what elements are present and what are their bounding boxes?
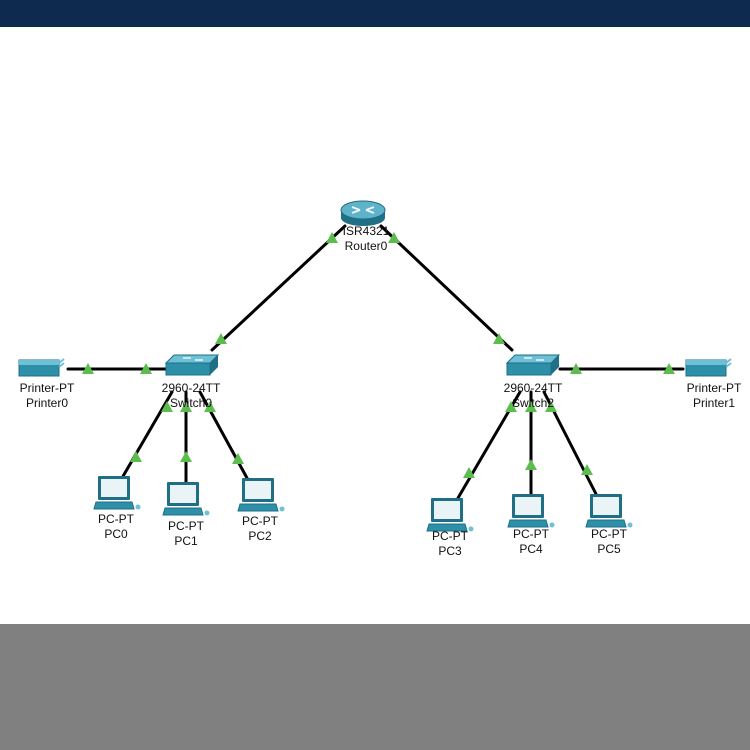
- switch-icon: [505, 354, 561, 376]
- link-router0-switch0[interactable]: [210, 224, 347, 352]
- pc-icon: [507, 494, 555, 528]
- port-up-indicator: [505, 401, 517, 412]
- device-model-label: ISR4321: [343, 224, 390, 238]
- pc-icon: [426, 498, 474, 532]
- device-name-label: PC4: [519, 542, 543, 556]
- device-model-label: PC-PT: [432, 529, 469, 543]
- device-model-label: PC-PT: [242, 514, 279, 528]
- port-up-indicator: [215, 333, 227, 344]
- port-up-indicator: [663, 363, 675, 374]
- device-model-label: PC-PT: [513, 527, 550, 541]
- port-up-indicator: [161, 401, 173, 412]
- port-up-indicator: [570, 363, 582, 374]
- device-model-label: PC-PT: [591, 527, 628, 541]
- port-up-indicator: [140, 363, 152, 374]
- pc-icon: [93, 476, 141, 510]
- link-router0-switch2[interactable]: [379, 224, 514, 352]
- port-up-indicator: [525, 459, 537, 470]
- device-model-label: PC-PT: [98, 512, 135, 526]
- device-model-label: PC-PT: [168, 519, 205, 533]
- device-model-label: 2960-24TT: [504, 381, 563, 395]
- port-up-indicator: [545, 401, 557, 412]
- device-name-label: Printer0: [26, 396, 68, 410]
- port-up-indicator: [525, 401, 537, 412]
- device-name-label: Switch0: [170, 396, 212, 410]
- pc-icon: [585, 494, 633, 528]
- device-name-label: Switch2: [512, 396, 554, 410]
- device-name-label: PC2: [248, 529, 272, 543]
- device-name-label: PC5: [597, 542, 621, 556]
- port-up-indicator: [232, 453, 244, 464]
- port-up-indicator: [326, 232, 338, 243]
- top-title-bar: [0, 0, 750, 27]
- printer-icon: [685, 358, 732, 377]
- port-up-indicator: [130, 451, 142, 462]
- link-switch0-pc0[interactable]: [120, 390, 174, 480]
- device-name-label: PC3: [438, 544, 462, 558]
- port-up-indicator: [463, 467, 475, 478]
- port-up-indicator: [493, 333, 505, 344]
- bottom-panel: [0, 624, 750, 750]
- device-name-label: PC1: [174, 534, 198, 548]
- device-model-label: 2960-24TT: [162, 381, 221, 395]
- switch-icon: [164, 354, 220, 376]
- port-up-indicator: [82, 363, 94, 374]
- printer-icon: [18, 358, 65, 377]
- topology-diagram: ISR4321Router02960-24TTSwitch02960-24TTS…: [18, 200, 742, 558]
- port-up-indicator: [204, 401, 216, 412]
- device-name-label: Router0: [345, 239, 388, 253]
- router-icon: [340, 200, 386, 226]
- device-name-label: Printer1: [693, 396, 735, 410]
- pc-icon: [162, 482, 210, 516]
- port-up-indicator: [581, 464, 593, 475]
- port-up-indicator: [180, 401, 192, 412]
- device-model-label: Printer-PT: [20, 381, 75, 395]
- device-name-label: PC0: [104, 527, 128, 541]
- port-up-indicator: [180, 451, 192, 462]
- pc-icon: [237, 478, 285, 512]
- device-model-label: Printer-PT: [687, 381, 742, 395]
- port-up-indicator: [388, 232, 400, 243]
